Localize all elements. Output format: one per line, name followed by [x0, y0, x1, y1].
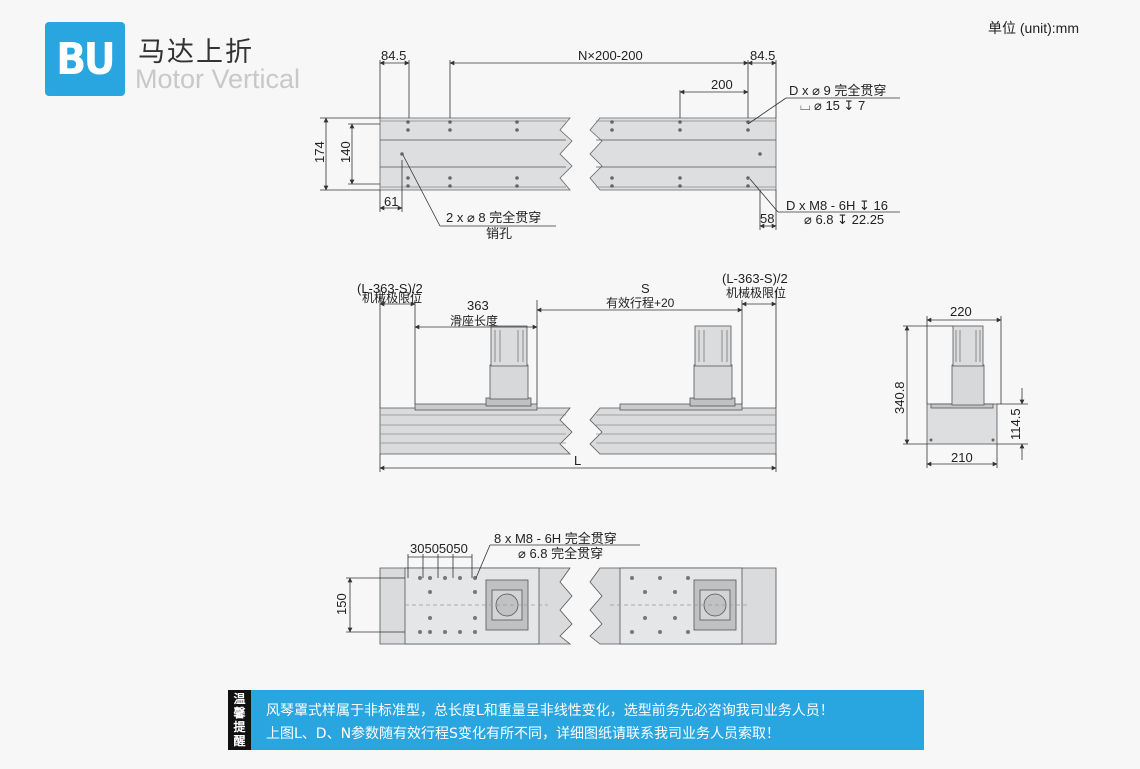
dim-220: 220 [950, 304, 972, 319]
stroke-name: 有效行程+20 [606, 295, 675, 310]
dim-140: 140 [338, 141, 353, 163]
notice-tag-char: 温 [233, 692, 246, 706]
dim-pitch: N×200-200 [578, 48, 643, 63]
side-view-labels: (L-363-S)/2 机械极限位 363 滑座长度 S 有效行程+20 (L-… [357, 271, 788, 468]
bottom-view-dims [346, 544, 640, 633]
notice-tag-char: 提 [233, 720, 246, 734]
page-subtitle: Motor Vertical [135, 64, 301, 94]
dim-hole-spacing: 30505050 [410, 541, 468, 556]
dim-left-end: 84.5 [381, 48, 406, 63]
right-limit-name: 机械极限位 [726, 285, 786, 300]
bottom-view-labels: 30505050 150 8 x M8 - 6H 完全贯穿 ⌀ 6.8 完全贯穿 [334, 531, 617, 615]
dim-200: 200 [711, 77, 733, 92]
dim-right-end: 84.5 [750, 48, 775, 63]
total-length: L [574, 453, 581, 468]
end-view-dims [903, 316, 1028, 468]
logo-text: BU [56, 33, 117, 85]
dim-174: 174 [312, 141, 327, 163]
dim-58: 58 [760, 211, 774, 226]
screw-label: 8 x M8 - 6H 完全贯穿 [494, 531, 617, 546]
bottom-view [379, 567, 777, 645]
dim-61: 61 [384, 194, 398, 209]
dim-114-5: 114.5 [1008, 408, 1023, 440]
end-view [926, 325, 998, 445]
notice-tag-char: 馨 [233, 706, 246, 720]
slide-length-name: 滑座长度 [450, 313, 498, 328]
stroke: S [641, 281, 650, 296]
dim-150: 150 [334, 593, 349, 615]
through-hole-label: D x ⌀ 9 完全贯穿 [789, 83, 886, 98]
left-limit-formula: (L-363-S)/2 [357, 281, 423, 296]
page-title: 马达上折 [138, 37, 254, 68]
unit-label: 单位 (unit):mm [988, 20, 1079, 36]
notice-banner [228, 690, 924, 750]
pin-hole-label: 2 x ⌀ 8 完全贯穿 [446, 210, 541, 225]
pin-hole-name: 销孔 [486, 226, 512, 241]
screw-depth-label: ⌀ 6.8 完全贯穿 [518, 546, 603, 561]
notice-tag: 温 馨 提 醒 [228, 690, 251, 750]
notice-tag-char: 醒 [233, 734, 246, 748]
top-view [320, 60, 900, 230]
notice-line-1: 风琴罩式样属于非标准型，总长度L和重量呈非线性变化，选型前务先必咨询我司业务人员… [266, 703, 834, 719]
technical-drawing: 84.5 N×200-200 84.5 200 174 140 61 58 D … [312, 48, 1028, 645]
left-limit-name: 机械极限位 [362, 290, 422, 305]
brand-logo: BU [45, 22, 125, 96]
counterbore-label: ⌴ ⌀ 15 ↧ 7 [800, 98, 865, 113]
side-view [379, 325, 777, 455]
notice-line-2: 上图L、D、N参数随有效行程S变化有所不同，详细图纸请联系我司业务人员索取！ [266, 726, 780, 742]
right-limit-formula: (L-363-S)/2 [722, 271, 788, 286]
top-view-labels: 84.5 N×200-200 84.5 200 174 140 61 58 D … [312, 48, 888, 241]
slide-length: 363 [467, 298, 489, 313]
tap-depth-label: ⌀ 6.8 ↧ 22.25 [804, 212, 884, 227]
tap-hole-label: D x M8 - 6H ↧ 16 [786, 198, 888, 213]
side-view-dims [379, 290, 777, 472]
end-view-labels: 220 340.8 114.5 210 [892, 304, 1023, 465]
dim-210: 210 [951, 450, 973, 465]
dim-340-8: 340.8 [892, 381, 907, 414]
